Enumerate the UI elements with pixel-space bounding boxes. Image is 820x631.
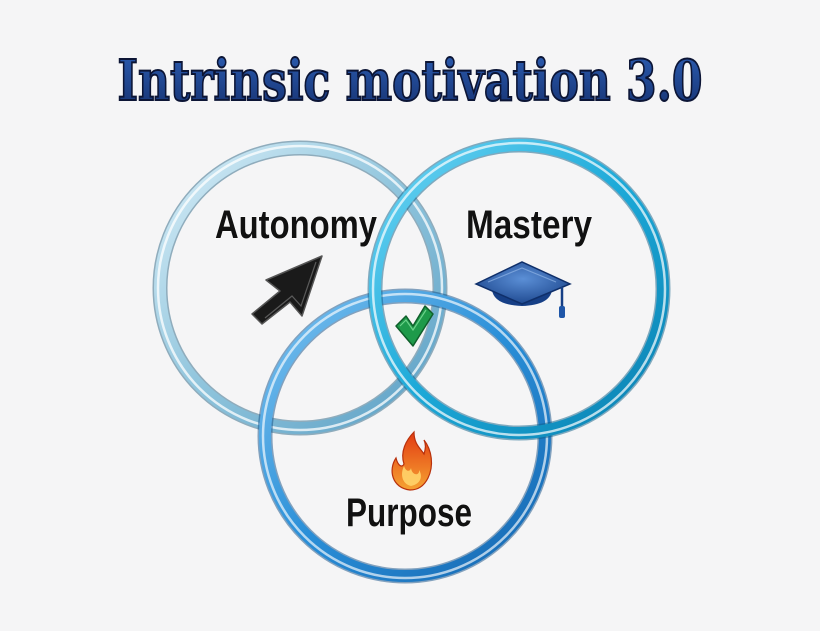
- mastery-circle: [367, 137, 671, 441]
- autonomy-label: Autonomy: [215, 203, 378, 247]
- graduation-cap-icon: [474, 261, 572, 318]
- autonomy-circle: [152, 140, 448, 436]
- flame-icon: [391, 430, 433, 491]
- mastery-label: Mastery: [466, 203, 593, 247]
- purpose-label: Purpose: [346, 491, 472, 535]
- cursor-arrow-icon: [251, 255, 323, 325]
- diagram-title: Intrinsic motivation 3.0: [118, 48, 703, 114]
- checkmark-icon: [395, 305, 434, 347]
